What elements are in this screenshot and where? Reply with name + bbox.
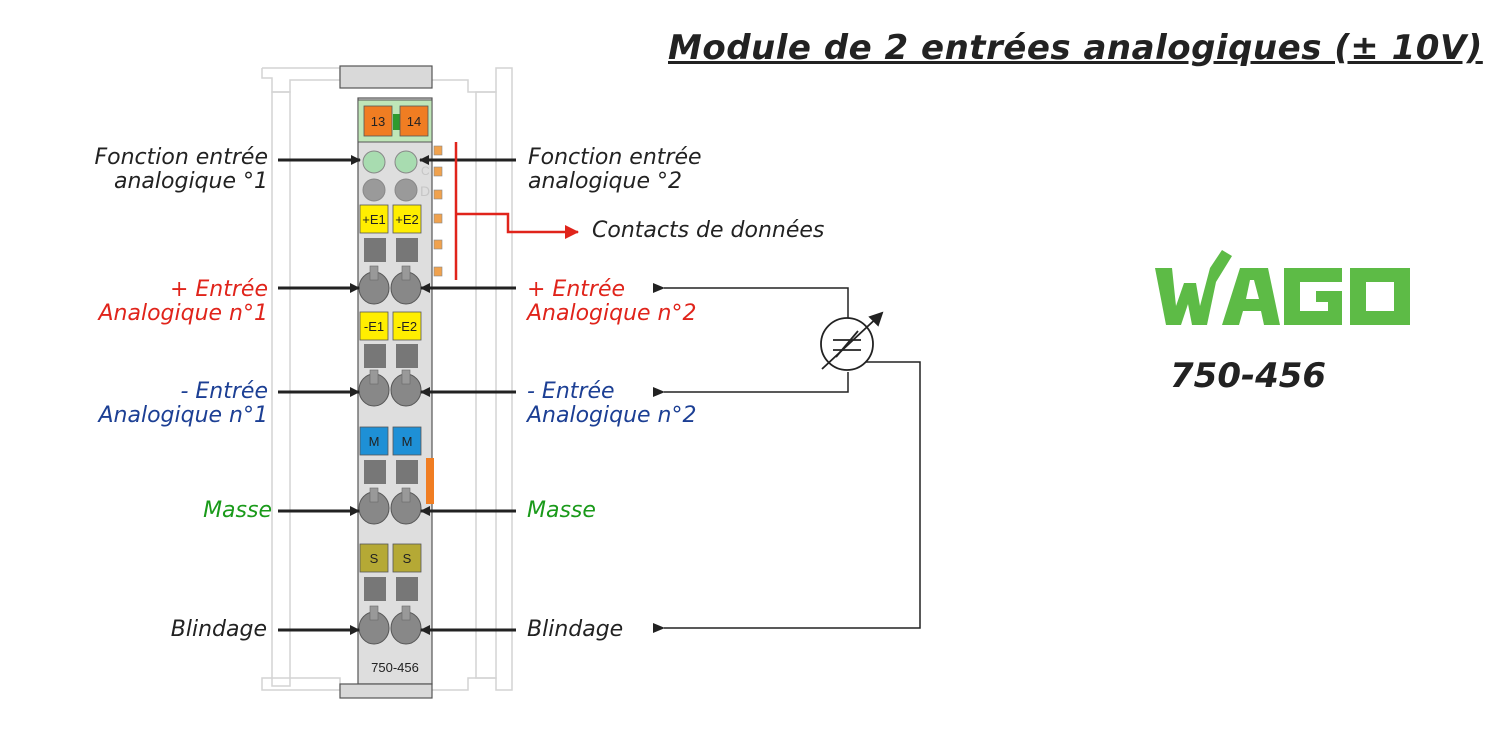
label-plus-2-line2: Analogique n°2 bbox=[527, 301, 697, 326]
terminal-13-label: 13 bbox=[371, 114, 385, 129]
terminal-14-label: 14 bbox=[407, 114, 421, 129]
label-plus-1: + Entrée Analogique n°1 bbox=[98, 278, 268, 326]
label-contacts: Contacts de données bbox=[592, 218, 825, 243]
label-fonction-2: Fonction entrée analogique °2 bbox=[528, 146, 702, 194]
page-title: Module de 2 entrées analogiques (± 10V) bbox=[668, 28, 1483, 68]
led-letter-c: C bbox=[421, 164, 430, 178]
sensor-symbol bbox=[820, 311, 884, 371]
din-rail-outline bbox=[261, 67, 513, 691]
label-masse-2: Masse bbox=[527, 498, 596, 523]
label-minus-1-line1: - Entrée bbox=[180, 379, 268, 404]
label-fonction-2-line2: analogique °2 bbox=[528, 169, 682, 194]
label-blindage-2: Blindage bbox=[527, 617, 624, 642]
label-fonction-2-line1: Fonction entrée bbox=[528, 145, 702, 170]
label-masse-1: Masse bbox=[203, 498, 272, 523]
label-fonction-1: Fonction entrée analogique °1 bbox=[94, 146, 268, 194]
label-plus-1-line1: + Entrée bbox=[169, 277, 268, 302]
led-letter-d: D bbox=[420, 183, 430, 199]
slot-plus-e2: +E2 bbox=[395, 212, 419, 227]
slot-minus-e1: -E1 bbox=[364, 319, 384, 334]
label-minus-2: - Entrée Analogique n°2 bbox=[527, 380, 697, 428]
label-minus-1-line2: Analogique n°1 bbox=[98, 403, 268, 428]
right-arrows bbox=[419, 155, 516, 635]
label-blindage-1: Blindage bbox=[170, 617, 267, 642]
slot-m-1: M bbox=[369, 434, 380, 449]
label-fonction-1-line2: analogique °1 bbox=[114, 169, 268, 194]
label-minus-1: - Entrée Analogique n°1 bbox=[98, 380, 268, 428]
label-fonction-1-line1: Fonction entrée bbox=[94, 145, 268, 170]
wago-logo bbox=[1155, 250, 1410, 325]
label-minus-2-line1: - Entrée bbox=[527, 379, 615, 404]
io-module: 13 14 C D +E1 +E2 -E1 -E2 bbox=[339, 65, 443, 699]
label-plus-2-line1: + Entrée bbox=[527, 277, 626, 302]
label-minus-2-line2: Analogique n°2 bbox=[527, 403, 697, 428]
left-arrows bbox=[278, 155, 361, 635]
model-number: 750-456 bbox=[1170, 356, 1327, 396]
module-part-number: 750-456 bbox=[371, 660, 419, 675]
slot-s-2: S bbox=[403, 551, 412, 566]
slot-plus-e1: +E1 bbox=[362, 212, 386, 227]
label-plus-1-line2: Analogique n°1 bbox=[98, 301, 268, 326]
slot-m-2: M bbox=[402, 434, 413, 449]
sensor-wiring bbox=[653, 283, 921, 633]
data-contacts-bracket bbox=[454, 142, 579, 280]
label-plus-2: + Entrée Analogique n°2 bbox=[527, 278, 697, 326]
slot-minus-e2: -E2 bbox=[397, 319, 417, 334]
slot-s-1: S bbox=[370, 551, 379, 566]
